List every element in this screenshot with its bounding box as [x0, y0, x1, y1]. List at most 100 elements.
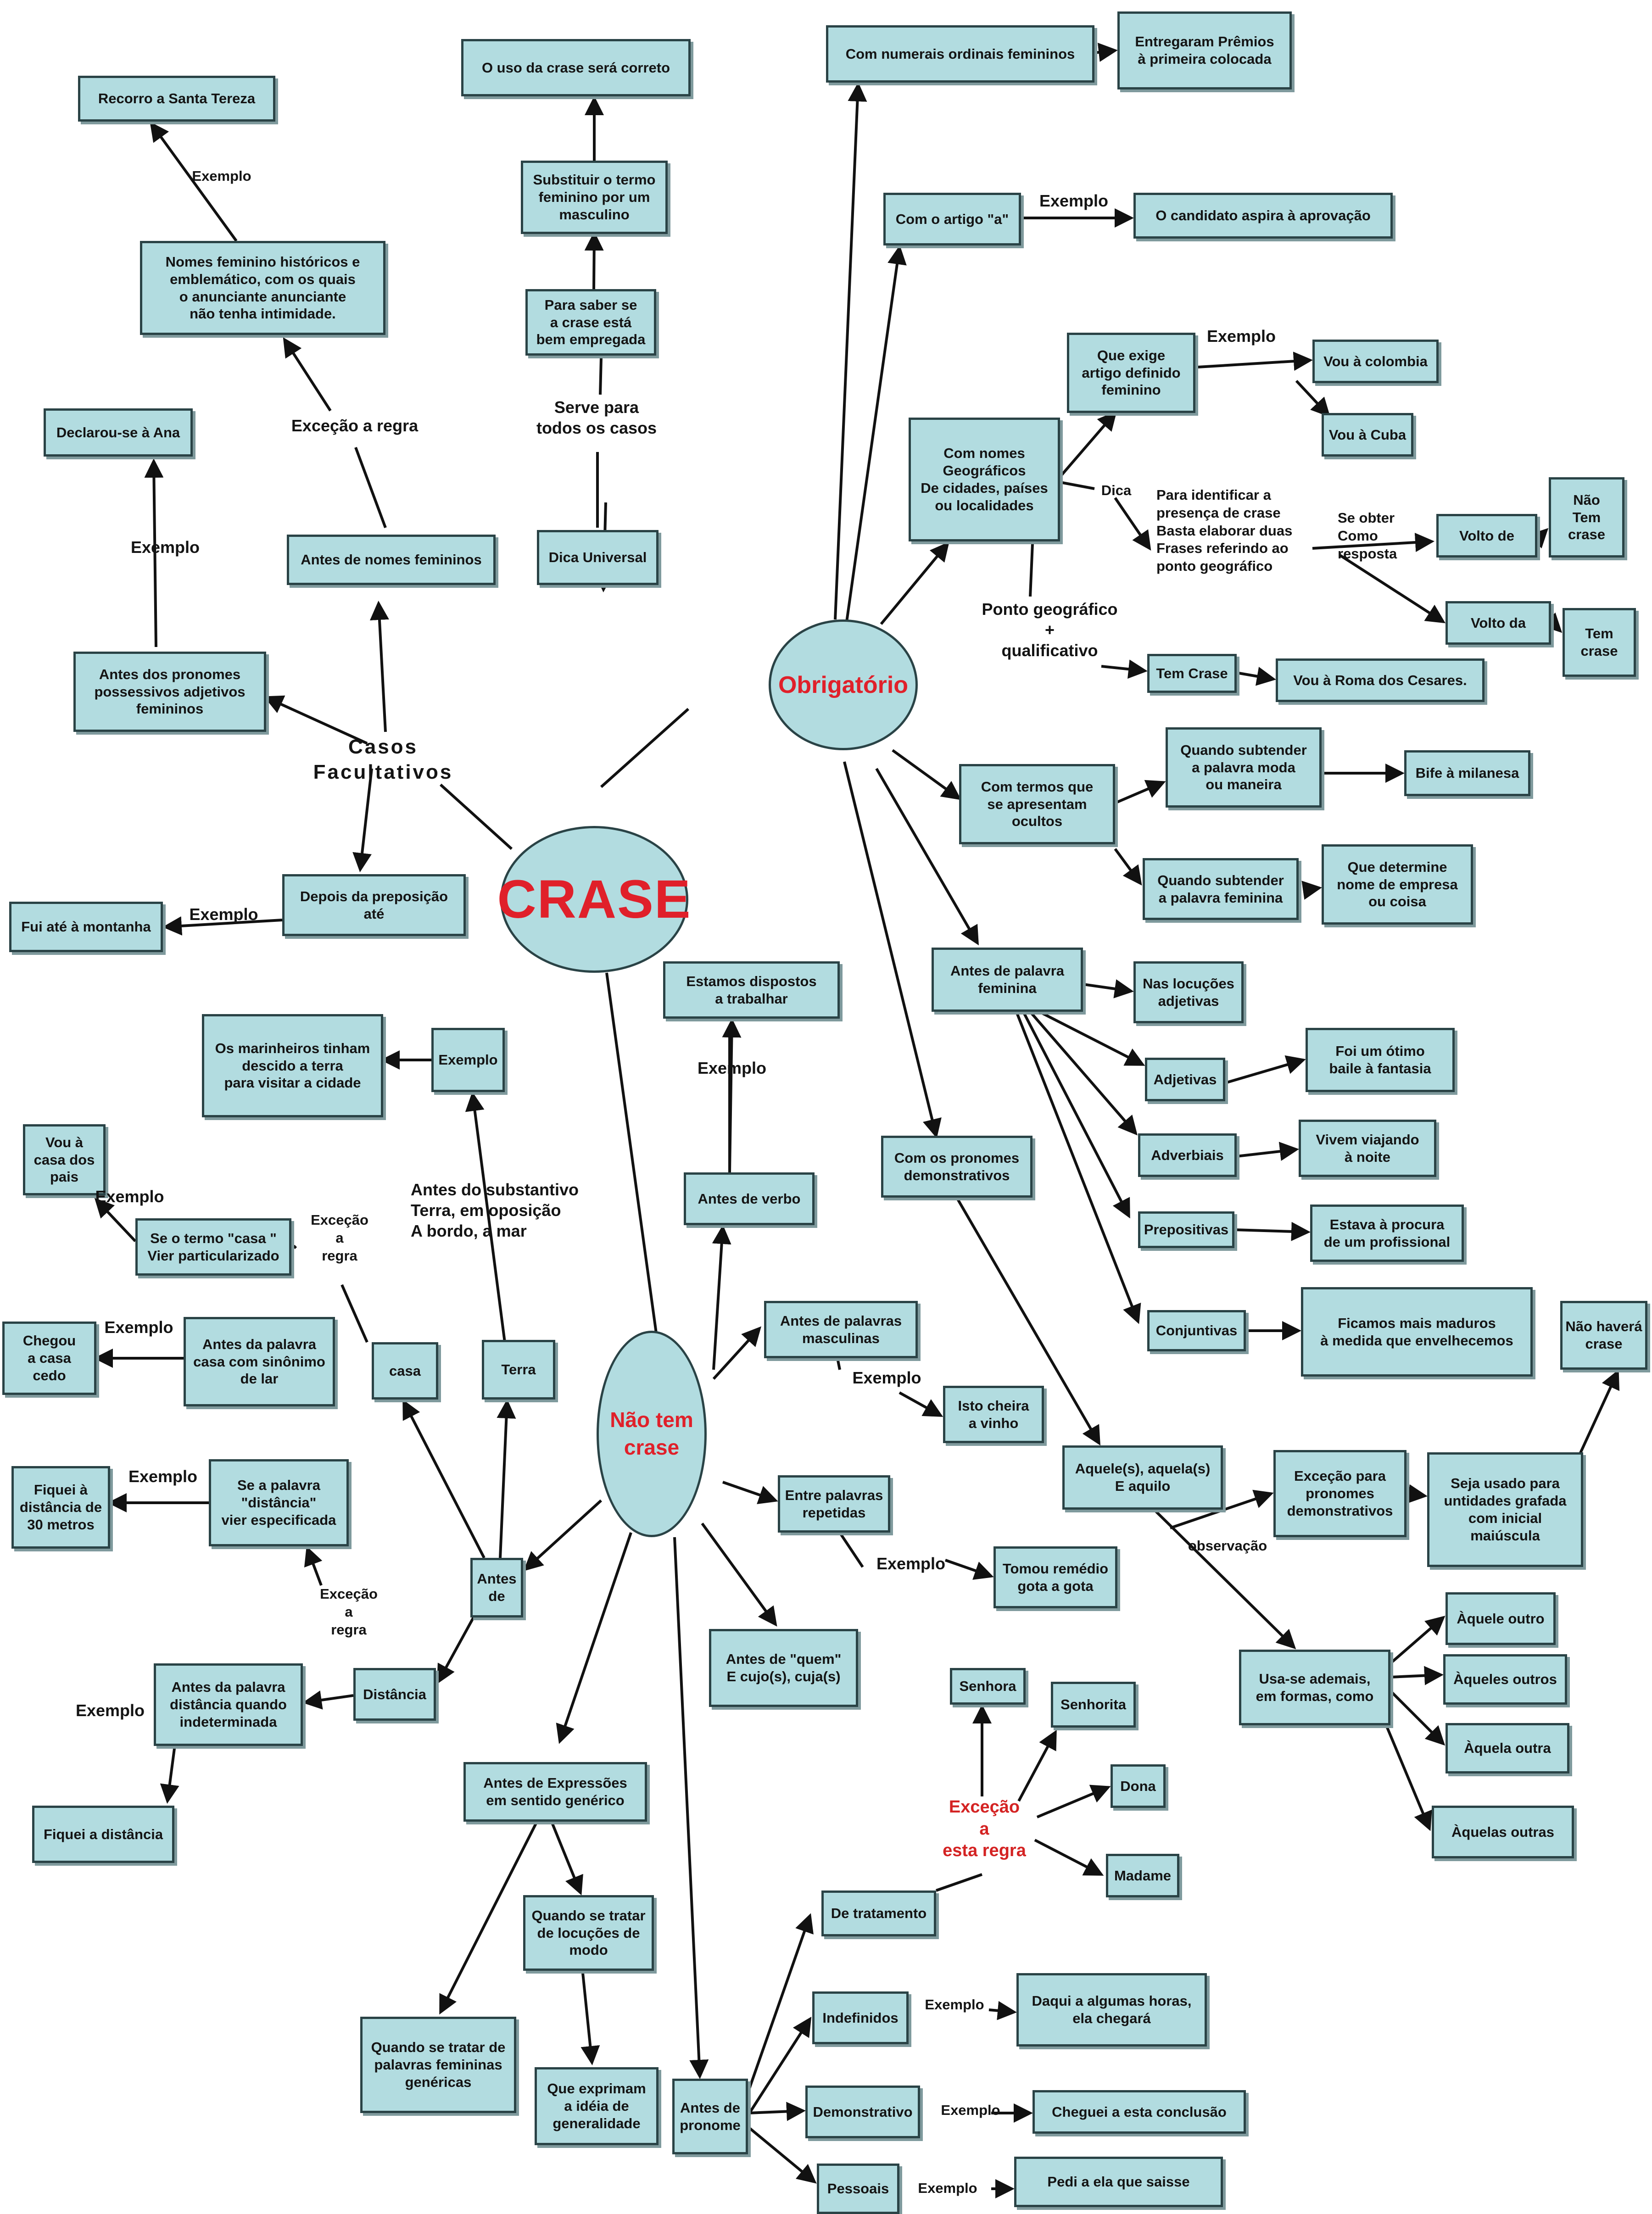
connector-5 — [263, 695, 368, 745]
connector-24 — [1056, 411, 1117, 480]
node-depois-ate: Depois da preposição até — [282, 874, 466, 936]
connector-70 — [523, 1499, 603, 1572]
label-exemplo-17: Exemplo — [128, 1467, 198, 1486]
connector-43 — [1022, 1011, 1130, 1219]
node-aquele: Aquele(s), aquela(s) E aquilo — [1062, 1445, 1223, 1510]
connector-56 — [1387, 1687, 1446, 1746]
node-masculinas: Antes de palavras masculinas — [764, 1301, 918, 1358]
label-exemplo-26: Exemplo — [918, 2180, 977, 2196]
label-exemplo-22: Exemplo — [876, 1554, 946, 1573]
connector-74 — [302, 1690, 354, 1710]
node-antes-pal-fem: Antes de palavra feminina — [932, 948, 1083, 1012]
node-locucoes: Nas locuções adjetivas — [1133, 961, 1244, 1023]
connector-25 — [1197, 351, 1313, 371]
node-cheguei: Cheguei a esta conclusão — [1032, 2090, 1246, 2134]
node-aqueles-outros: Àqueles outros — [1443, 1654, 1567, 1705]
label-exemplo-21: Exemplo — [852, 1368, 921, 1387]
connector-60 — [722, 1018, 742, 1173]
connector-40 — [1083, 979, 1134, 998]
connector-85 — [549, 1818, 583, 1896]
node-uso-correto: O uso da crase será correto — [461, 39, 691, 96]
connector-17 — [845, 245, 907, 622]
node-demonstrativos: Com os pronomes demonstrativos — [881, 1136, 1032, 1198]
label-exemplo-14: Exemplo — [95, 1187, 164, 1206]
label-excecao-v-15: Exceção a regra — [311, 1212, 368, 1264]
node-seja-usado: Seja usado para untidades grafada com in… — [1427, 1452, 1583, 1567]
node-senhora: Senhora — [950, 1668, 1026, 1705]
connector-71 — [497, 1399, 516, 1558]
node-nao-tem-crase: Não Tem crase — [1549, 477, 1624, 558]
node-adjetivas: Adjetivas — [1145, 1058, 1225, 1101]
connector-87 — [747, 1913, 814, 2093]
connector-94 — [1036, 1785, 1111, 1818]
node-quem: Antes de "quem" E cujo(s), cuja(s) — [709, 1629, 858, 1707]
connector-26 — [1295, 379, 1331, 418]
connector-30 — [1339, 554, 1446, 624]
connector-28 — [1114, 497, 1151, 551]
connector-50 — [1170, 1489, 1274, 1529]
node-demonstrativo: Demonstrativo — [805, 2086, 920, 2138]
node-termo-casa: Se o termo "casa " Vier particularizado — [135, 1218, 291, 1276]
node-generalidade: Que exprimam a idéia de generalidade — [535, 2067, 659, 2145]
connector-88 — [747, 2016, 812, 2116]
connector-1 — [600, 708, 690, 788]
connector-44 — [1015, 1011, 1141, 1324]
connector-22 — [1094, 43, 1118, 62]
connector-32 — [1541, 612, 1563, 633]
connector-33 — [1029, 543, 1034, 597]
connector-84 — [439, 1821, 538, 2015]
connector-67 — [701, 1522, 777, 1627]
label-ponto-geo-11: Ponto geográfico + qualificativo — [982, 600, 1118, 660]
connector-90 — [747, 2125, 817, 2184]
node-colombia: Vou à colombia — [1312, 340, 1439, 383]
node-subt-fem: Quando subtender a palavra feminina — [1143, 858, 1299, 920]
node-remedio: Tomou remédio gota a gota — [993, 1546, 1117, 1608]
label-exemplo-20: Exemplo — [697, 1059, 767, 1077]
connector-75 — [304, 1546, 323, 1586]
node-empresa: Que determine nome de empresa ou coisa — [1322, 844, 1473, 925]
label-exemplo-6: Exemplo — [1039, 191, 1109, 210]
node-roma: Vou à Roma dos Cesares. — [1276, 658, 1485, 702]
connector-11 — [150, 122, 238, 242]
node-estamos: Estamos dispostos a trabalhar — [663, 961, 840, 1019]
node-dona: Dona — [1111, 1764, 1166, 1808]
connector-18 — [880, 541, 949, 625]
label-serve-para-5: Serve para todos os casos — [536, 398, 657, 437]
node-cuba: Vou à Cuba — [1322, 413, 1413, 457]
node-moda: Quando subtender a palavra moda ou manei… — [1166, 727, 1322, 808]
connector-96 — [988, 2001, 1017, 2020]
node-antes-nomes-fem: Antes de nomes femininos — [287, 535, 496, 585]
connector-42 — [1029, 1011, 1138, 1136]
connector-16 — [834, 82, 867, 620]
connector-9 — [354, 446, 387, 529]
node-tem-crase-r: Tem crase — [1563, 608, 1636, 677]
connector-0 — [439, 783, 513, 850]
node-distancia-indet: Antes da palavra distância quando indete… — [154, 1663, 303, 1746]
node-nomes-hist: Nomes feminino históricos e emblemático,… — [140, 241, 385, 335]
label-se-obter-10: Se obter Como resposta — [1338, 510, 1397, 562]
node-indefinidos: Indefinidos — [812, 1991, 909, 2044]
connector-49 — [955, 1197, 1101, 1446]
connector-36 — [1114, 780, 1166, 804]
label-exemplo-24: Exemplo — [925, 1997, 984, 2013]
label-exemplo-7: Exemplo — [1206, 327, 1276, 346]
connector-62 — [836, 1358, 841, 1370]
connector-4 — [369, 601, 389, 732]
node-usa-se: Usa-se ademais, em formas, como — [1239, 1650, 1390, 1725]
node-excecao-pron: Exceção para pronomes demonstrativos — [1273, 1450, 1406, 1537]
node-pedi: Pedi a ela que saisse — [1014, 2157, 1223, 2207]
node-conjuntivas: Conjuntivas — [1147, 1310, 1246, 1351]
label-excecao-esta-23: Exceção a esta regra — [943, 1797, 1026, 1860]
label-exemplo-0: Exemplo — [192, 168, 251, 184]
node-daqui: Daqui a algumas horas, ela chegará — [1016, 1973, 1207, 2047]
label-exemplo-19: Exemplo — [75, 1701, 145, 1720]
connector-72 — [402, 1399, 486, 1559]
node-antes-de: Antes de — [470, 1558, 523, 1617]
node-aquelas-outras: Àquelas outras — [1432, 1806, 1574, 1858]
connector-19 — [892, 749, 961, 800]
connector-64 — [722, 1481, 778, 1505]
connector-68 — [556, 1532, 632, 1744]
connector-66 — [945, 1559, 994, 1580]
connector-61 — [712, 1326, 762, 1380]
